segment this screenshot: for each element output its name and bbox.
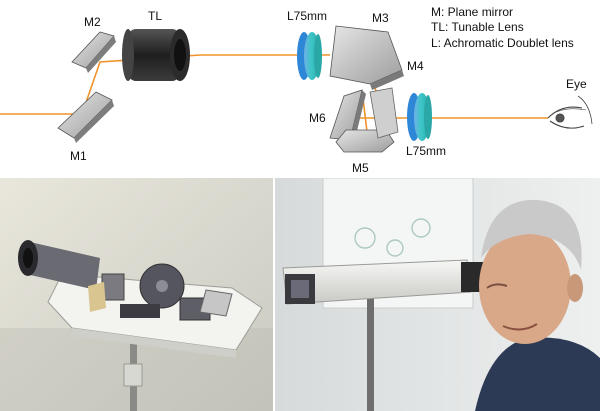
legend: M: Plane mirror TL: Tunable Lens L: Achr… — [431, 5, 574, 50]
optical-layout-diagram: M2 TL M1 L75mm M3 M4 M6 M5 L75mm Eye M: … — [0, 5, 593, 175]
label-m6: M6 — [309, 111, 326, 125]
label-m1: M1 — [70, 149, 87, 163]
mirror-m2-icon — [71, 31, 116, 73]
device-internal-illustration — [0, 178, 273, 411]
doublet-lens-bottom-icon — [407, 93, 432, 141]
mirror-m4-icon — [369, 87, 399, 139]
doublet-lens-top-icon — [297, 32, 322, 80]
stand-pole — [367, 288, 374, 411]
mirror-m1-icon — [57, 91, 114, 143]
person-using-device-illustration — [275, 178, 600, 411]
person-using-device-photo — [275, 178, 600, 411]
label-m2: M2 — [84, 15, 101, 29]
label-m5: M5 — [352, 161, 369, 175]
label-l75-bottom: L75mm — [406, 144, 446, 158]
label-eye: Eye — [566, 77, 587, 91]
eye-icon — [547, 95, 593, 129]
label-l75-top: L75mm — [287, 9, 327, 23]
label-tl: TL — [148, 9, 162, 23]
person — [475, 199, 600, 411]
legend-item-doublet-lens: L: Achromatic Doublet lens — [431, 36, 574, 50]
tunable-lens-icon — [122, 29, 190, 81]
label-m4: M4 — [407, 59, 424, 73]
legend-item-tunable-lens: TL: Tunable Lens — [431, 20, 524, 34]
mirror-m3-icon — [329, 25, 404, 90]
label-m3: M3 — [372, 11, 389, 25]
legend-item-plane-mirror: M: Plane mirror — [431, 5, 513, 19]
device-internal-photo — [0, 178, 273, 411]
